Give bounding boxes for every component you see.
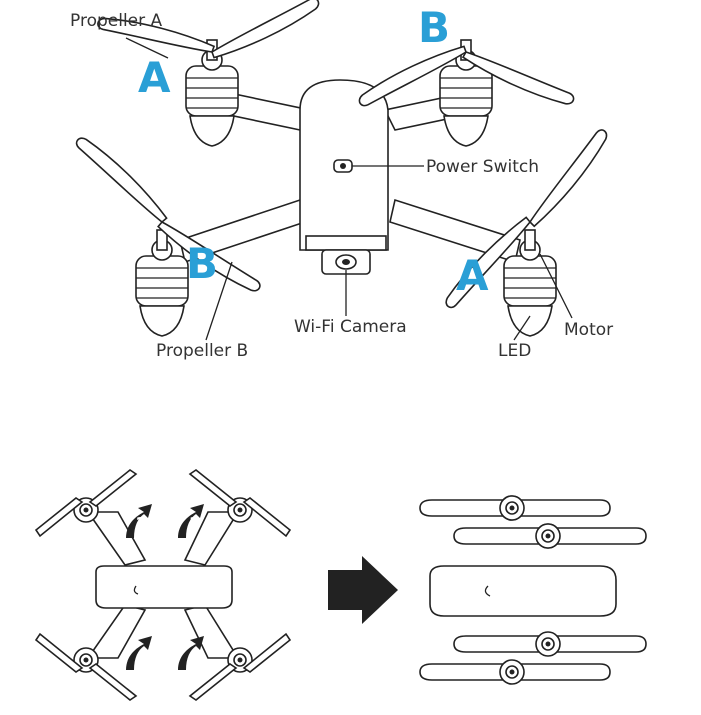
step-2-bottom: 2: [136, 652, 146, 670]
marker-a-rear-right: A: [456, 251, 489, 300]
label-wifi-camera: Wi-Fi Camera: [294, 317, 407, 337]
propeller-b-rear: [73, 127, 168, 234]
drone-unfold-view: 2 1 2 1: [34, 469, 292, 701]
label-motor: Motor: [564, 320, 613, 340]
arm-rear-right: [389, 198, 521, 264]
drone-top-view: A B B A Propeller A Power Switch Wi-Fi C…: [70, 0, 619, 361]
marker-b-rear-left: B: [186, 239, 218, 288]
marker-a-front-left: A: [138, 53, 171, 102]
step-1-bottom: 1: [189, 652, 199, 670]
label-led: LED: [498, 341, 531, 361]
label-propeller-b: Propeller B: [156, 341, 248, 361]
marker-b-front-right: B: [418, 3, 450, 52]
label-propeller-a: Propeller A: [70, 11, 163, 31]
drone-folded-view: [419, 495, 647, 685]
next-step-arrow: [328, 556, 398, 624]
step-1-top: 1: [189, 514, 199, 532]
label-power-switch: Power Switch: [426, 157, 539, 177]
step-2-top: 2: [136, 514, 146, 532]
motor-front-left: [185, 39, 239, 147]
